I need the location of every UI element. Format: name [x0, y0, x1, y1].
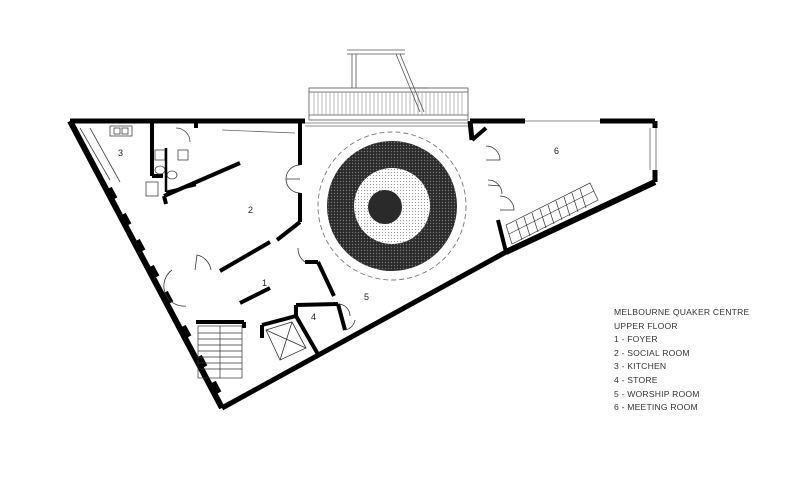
room-label-3: 3 [118, 148, 123, 158]
room-labels: 1 2 3 4 5 6 [118, 146, 559, 322]
room-label-1: 1 [262, 278, 267, 288]
stair [197, 325, 243, 379]
door-swings [163, 145, 515, 331]
worship-circle [317, 131, 467, 281]
facade-windows [105, 186, 222, 395]
kitchen-fittings [79, 125, 159, 197]
legend-item: 6 - MEETING ROOM [614, 402, 698, 413]
plan-legend: MELBOURNE QUAKER CENTRE UPPER FLOOR 1 - … [614, 306, 789, 415]
room-label-2: 2 [248, 205, 253, 215]
legend-item: 1 - FOYER [614, 334, 658, 345]
lift [265, 321, 307, 361]
legend-item: 5 - WORSHIP ROOM [614, 388, 700, 399]
room-label-6: 6 [554, 146, 559, 156]
plan-subtitle: UPPER FLOOR [614, 320, 678, 331]
legend-item: 2 - SOCIAL ROOM [614, 347, 690, 358]
room-label-4: 4 [311, 312, 316, 322]
meeting-room-stair [505, 182, 599, 245]
balcony [308, 49, 469, 121]
plan-title: MELBOURNE QUAKER CENTRE [614, 307, 750, 317]
legend-item: 3 - KITCHEN [614, 361, 667, 372]
room-label-5: 5 [364, 292, 369, 302]
exterior-walls [67, 118, 658, 411]
legend-item: 4 - STORE [614, 374, 658, 385]
interior-walls [150, 121, 508, 357]
wc-fixtures [154, 127, 197, 194]
